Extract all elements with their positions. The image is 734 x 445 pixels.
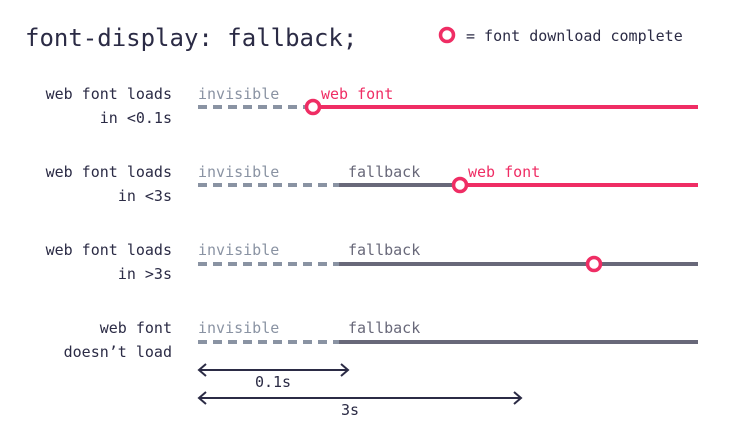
row-doesnt-load: web font doesn’t load invisible fallback bbox=[64, 319, 698, 361]
row-label-line2: doesn’t load bbox=[64, 343, 172, 361]
timeline: 0.1s 3s bbox=[197, 363, 523, 419]
long-period-arrow bbox=[197, 391, 523, 405]
row-label-line1: web font bbox=[100, 319, 172, 337]
row-label-line1: web font loads bbox=[46, 241, 172, 259]
phase-label-invisible: invisible bbox=[198, 319, 279, 337]
row-label-line2: in <0.1s bbox=[100, 109, 172, 127]
phase-label-fallback: fallback bbox=[348, 319, 420, 337]
phase-label-webfont: web font bbox=[321, 85, 393, 103]
download-complete-marker-icon bbox=[438, 26, 456, 44]
legend: = font download complete bbox=[438, 26, 683, 45]
diagram-title: font-display: fallback; bbox=[25, 24, 357, 52]
short-period-label: 0.1s bbox=[255, 373, 291, 391]
long-period-label: 3s bbox=[341, 401, 359, 419]
row-loads-under-0-1s: web font loads in <0.1s invisible web fo… bbox=[46, 85, 698, 127]
arrow-right-icon bbox=[513, 391, 523, 405]
download-complete-marker-icon bbox=[585, 255, 603, 273]
short-period-arrow bbox=[197, 363, 350, 377]
row-loads-under-3s: web font loads in <3s invisible fallback… bbox=[46, 163, 698, 205]
row-loads-over-3s: web font loads in >3s invisible fallback bbox=[46, 241, 698, 283]
legend-label: = font download complete bbox=[466, 27, 683, 45]
phase-label-invisible: invisible bbox=[198, 85, 279, 103]
arrow-left-icon bbox=[197, 363, 207, 377]
row-label-line1: web font loads bbox=[46, 163, 172, 181]
row-label-line1: web font loads bbox=[46, 85, 172, 103]
download-complete-marker-icon bbox=[304, 98, 322, 116]
phase-label-invisible: invisible bbox=[198, 163, 279, 181]
row-label-line2: in <3s bbox=[118, 187, 172, 205]
arrow-left-icon bbox=[197, 391, 207, 405]
phase-label-invisible: invisible bbox=[198, 241, 279, 259]
phase-label-fallback: fallback bbox=[348, 241, 420, 259]
row-label-line2: in >3s bbox=[118, 265, 172, 283]
download-complete-marker-icon bbox=[451, 176, 469, 194]
arrow-right-icon bbox=[340, 363, 350, 377]
phase-label-webfont: web font bbox=[468, 163, 540, 181]
phase-label-fallback: fallback bbox=[348, 163, 420, 181]
